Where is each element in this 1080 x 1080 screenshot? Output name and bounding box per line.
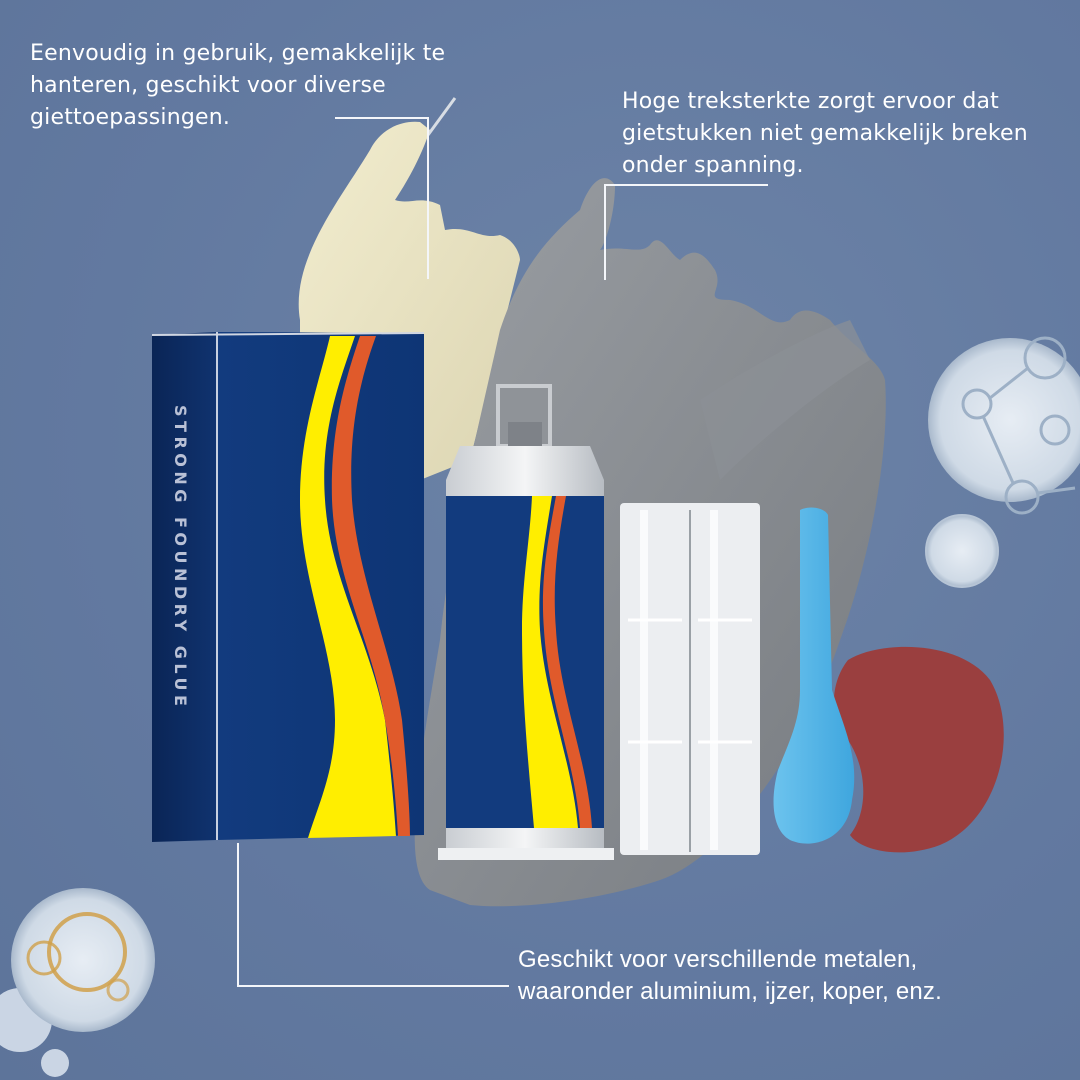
mixing-spatula — [773, 507, 855, 844]
sanding-disc — [833, 646, 1004, 853]
oil-bubble-icon — [0, 888, 155, 1077]
callout-line-3-horizontal — [237, 985, 509, 987]
caption-tensile-strength: Hoge treksterkte zorgt ervoor dat gietst… — [622, 89, 1028, 178]
box-orange-stripe — [331, 336, 410, 836]
caption-ease-of-use: Eenvoudig in gebruik, gemakkelijk te han… — [30, 41, 446, 130]
caption-metals: Geschikt voor verschillende metalen, waa… — [518, 946, 943, 1005]
callout-line-2-horizontal — [604, 184, 768, 186]
grey-paste-fold — [700, 320, 870, 480]
dual-cartridge-syringe — [438, 384, 614, 860]
callout-line-2-vertical — [604, 184, 606, 280]
box-yellow-stripe — [300, 336, 396, 838]
box-brand-label: STRONG FOUNDRY GLUE — [171, 405, 190, 711]
glue-box — [151, 332, 425, 842]
mixing-nozzle-holder — [620, 503, 760, 855]
callout-line-1-vertical — [427, 117, 429, 279]
molecule-bubble-icon — [925, 336, 1080, 588]
callout-line-1-horizontal — [335, 117, 428, 119]
applicator-needle — [426, 97, 457, 136]
callout-line-3-vertical — [237, 843, 239, 987]
